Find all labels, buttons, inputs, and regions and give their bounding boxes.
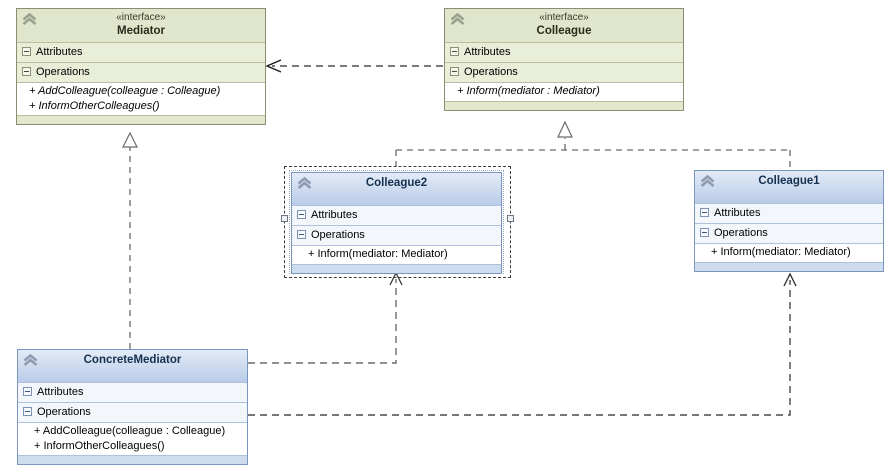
member-item[interactable]: + InformOtherColleagues()	[29, 99, 160, 112]
class-name-label: ConcreteMediator	[83, 354, 182, 366]
class-name-label: Colleague1	[758, 175, 820, 187]
attributes-compartment[interactable]: Attributes	[695, 203, 883, 223]
minus-box-icon[interactable]	[23, 407, 32, 416]
resize-handle-right[interactable]	[507, 215, 514, 222]
operations-compartment[interactable]: Operations	[695, 223, 883, 243]
minus-box-icon[interactable]	[700, 208, 709, 217]
double-chevron-up-icon	[23, 354, 38, 366]
class-header-colleague1: Colleague1	[695, 171, 883, 203]
member-item[interactable]: + Inform(mediator : Mediator)	[457, 85, 600, 97]
member-item[interactable]: + InformOtherColleagues()	[34, 439, 165, 452]
selection-frame-colleague2	[284, 166, 511, 278]
operations-compartment[interactable]: Operations	[292, 225, 501, 245]
double-chevron-up-icon	[700, 175, 715, 187]
class-box-concretemediator[interactable]: ConcreteMediator Attributes Operations +…	[17, 349, 248, 465]
minus-box-icon[interactable]	[700, 228, 709, 237]
class-footer	[292, 263, 501, 273]
class-footer	[445, 100, 683, 110]
member-item[interactable]: + AddColleague(colleague : Colleague)	[29, 85, 221, 97]
minus-box-icon[interactable]	[23, 387, 32, 396]
operations-label: Operations	[37, 406, 91, 418]
class-name-label: Colleague	[536, 25, 592, 37]
class-name-label: Colleague2	[365, 177, 428, 189]
class-header-mediator: «interface» Mediator	[17, 9, 265, 42]
class-footer	[695, 261, 883, 271]
operations-member-list: + AddColleague(colleague : Colleague) + …	[18, 422, 247, 455]
rel-colleague-uses-mediator	[265, 59, 443, 73]
operations-compartment[interactable]: Operations	[17, 62, 265, 82]
attributes-compartment[interactable]: Attributes	[445, 42, 683, 62]
operations-member-list: + Inform(mediator : Mediator)	[445, 82, 683, 101]
operations-member-list: + Inform(mediator: Mediator)	[292, 245, 501, 264]
class-header-colleague: «interface» Colleague	[445, 9, 683, 42]
stereotype-label: «interface»	[116, 12, 166, 23]
attributes-label: Attributes	[37, 386, 84, 398]
operations-compartment[interactable]: Operations	[445, 62, 683, 82]
class-header-colleague2: Colleague2	[292, 173, 501, 205]
minus-box-icon[interactable]	[297, 230, 306, 239]
double-chevron-up-icon	[297, 177, 312, 189]
operations-compartment[interactable]: Operations	[18, 402, 247, 422]
attributes-label: Attributes	[311, 209, 358, 221]
operations-member-list: + Inform(mediator: Mediator)	[695, 243, 883, 262]
attributes-compartment[interactable]: Attributes	[17, 42, 265, 62]
class-box-colleague1[interactable]: Colleague1 Attributes Operations + Infor…	[694, 170, 884, 272]
attributes-label: Attributes	[714, 207, 761, 219]
rel-concretemediator-uses-colleague2	[248, 271, 403, 364]
minus-box-icon[interactable]	[22, 67, 31, 76]
double-chevron-up-icon	[22, 13, 37, 25]
rel-concretemediator-realizes-mediator	[122, 131, 138, 349]
attributes-compartment[interactable]: Attributes	[292, 205, 501, 225]
class-box-colleague[interactable]: «interface» Colleague Attributes Operati…	[444, 8, 684, 111]
operations-member-list: + AddColleague(colleague : Colleague) + …	[17, 82, 265, 115]
operations-label: Operations	[714, 227, 768, 239]
double-chevron-up-icon	[450, 13, 465, 25]
rel-concretemediator-uses-colleague1	[248, 272, 797, 416]
minus-box-icon[interactable]	[297, 210, 306, 219]
minus-box-icon[interactable]	[22, 47, 31, 56]
member-item[interactable]: + Inform(mediator: Mediator)	[308, 248, 448, 260]
member-item[interactable]: + AddColleague(colleague : Colleague)	[34, 425, 226, 437]
operations-label: Operations	[311, 229, 365, 241]
member-item[interactable]: + Inform(mediator: Mediator)	[711, 246, 851, 258]
class-box-mediator[interactable]: «interface» Mediator Attributes Operatio…	[16, 8, 266, 125]
class-name-label: Mediator	[117, 25, 165, 37]
class-footer	[17, 115, 265, 124]
class-header-concretemediator: ConcreteMediator	[18, 350, 247, 382]
minus-box-icon[interactable]	[450, 67, 459, 76]
resize-handle-left[interactable]	[281, 215, 288, 222]
rel-colleague-realization-tree	[395, 120, 791, 171]
attributes-label: Attributes	[36, 46, 83, 58]
minus-box-icon[interactable]	[450, 47, 459, 56]
class-box-colleague2[interactable]: Colleague2 Attributes Operations + Infor…	[291, 172, 502, 274]
attributes-compartment[interactable]: Attributes	[18, 382, 247, 402]
selection-inner-outline-colleague2	[289, 170, 504, 274]
operations-label: Operations	[36, 66, 90, 78]
stereotype-label: «interface»	[539, 12, 589, 23]
class-footer	[18, 455, 247, 464]
operations-label: Operations	[464, 66, 518, 78]
attributes-label: Attributes	[464, 46, 511, 58]
